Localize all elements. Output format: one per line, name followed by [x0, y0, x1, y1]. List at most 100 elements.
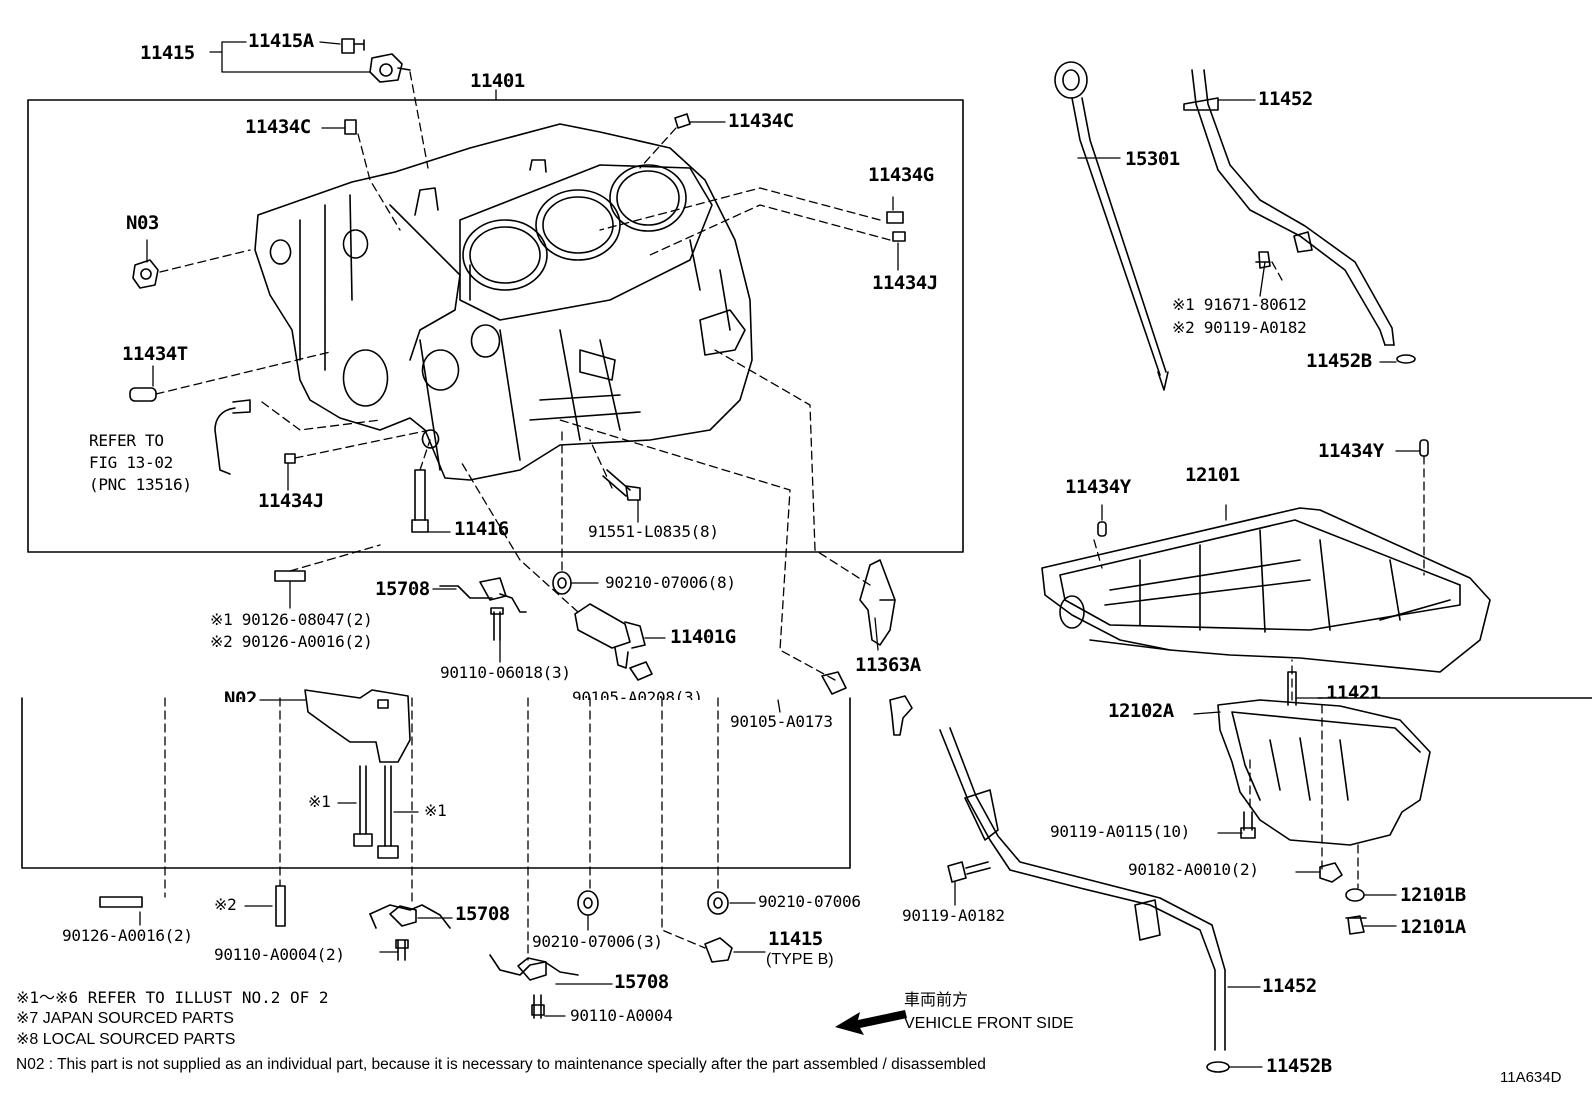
label-11416: 11416 — [454, 518, 509, 540]
gasket-90210-3 — [577, 890, 599, 916]
cap-11363A — [859, 559, 913, 736]
label-12101A: 12101A — [1400, 916, 1466, 938]
bolt-91551 — [602, 469, 641, 501]
label-90126-A0016: 90126-A0016(2) — [62, 926, 193, 945]
label-12101B: 12101B — [1400, 884, 1466, 906]
sensor-11401G — [574, 603, 646, 669]
pin-11434Y-left — [1097, 521, 1107, 537]
label-91671: ※1 91671-80612 — [1172, 295, 1307, 314]
label-11434J-right: 11434J — [872, 272, 938, 294]
label-90126-a: ※1 90126-08047(2) — [210, 610, 373, 629]
washer-12101B — [1345, 888, 1365, 902]
vehicle-front-arrow — [835, 1010, 907, 1035]
gasket-90210-8 — [552, 571, 572, 595]
label-11415A: 11415A — [248, 30, 314, 52]
label-N03: N03 — [126, 212, 159, 234]
bolt-91671 — [1255, 251, 1271, 269]
label-90105-partial: 90105-A0208(3) — [572, 690, 703, 700]
label-90210-07006: 90210-07006 — [758, 892, 861, 911]
label-11452B-top: 11452B — [1306, 350, 1372, 372]
sensor-15708-mid — [369, 904, 451, 929]
guide-11452-top — [1183, 69, 1395, 346]
oring-11452B-top — [1396, 354, 1416, 364]
diagram-id: 11A634D — [1500, 1069, 1562, 1086]
stud-mark2 — [275, 885, 286, 927]
label-12101: 12101 — [1185, 464, 1240, 486]
stud-90126-A0016 — [99, 896, 143, 908]
stud-90126-top — [274, 570, 306, 582]
bolt-90110-06018 — [490, 607, 504, 641]
bolt-90105-partial — [629, 661, 653, 681]
gauge-15301 — [1054, 61, 1169, 391]
cylinder-block-11401 — [254, 123, 753, 481]
label-90210-3: 90210-07006(3) — [532, 932, 663, 951]
label-11415: 11415 — [140, 42, 195, 64]
label-N02: N02 — [224, 690, 257, 702]
label-11434T: 11434T — [122, 343, 188, 365]
note-japan-sourced: ※7 JAPAN SOURCED PARTS — [16, 1010, 234, 1027]
union-11415-typeB — [704, 937, 733, 963]
label-11452-top: 11452 — [1258, 88, 1313, 110]
label-11415-B: 11415 — [768, 928, 823, 950]
direction-english: VEHICLE FRONT SIDE — [904, 1015, 1074, 1032]
label-refer-line2: FIG 13-02 — [89, 453, 173, 472]
note-local-sourced: ※8 LOCAL SOURCED PARTS — [16, 1031, 236, 1048]
label-90105-A0173: 90105-A0173 — [730, 712, 833, 731]
bolts-mark1 — [353, 765, 399, 859]
label-mark1-left: ※1 — [308, 792, 331, 811]
label-11421: 11421 — [1326, 684, 1381, 698]
bolt-90119-A0115 — [1240, 811, 1256, 839]
label-11434G: 11434G — [868, 164, 934, 186]
label-11401G: 11401G — [670, 626, 736, 648]
bolt-90119-A0182-mid — [947, 861, 991, 883]
pin-11434C-left — [344, 119, 357, 135]
pin-11434Y-right — [1419, 439, 1429, 457]
plug-12101A — [1345, 915, 1367, 935]
label-11434J-left: 11434J — [258, 490, 324, 512]
label-90119-A0182-mid: 90119-A0182 — [902, 906, 1005, 925]
pin-11434T — [129, 387, 157, 402]
label-90110-06018: 90110-06018(3) — [440, 663, 571, 682]
pin-11434J-right — [892, 231, 906, 242]
label-90110-A0004: 90110-A0004 — [570, 1006, 673, 1025]
note-refer-illust: ※1～※6 REFER TO ILLUST NO.2 OF 2 — [16, 988, 329, 1007]
label-11434C-right: 11434C — [728, 110, 794, 132]
reference-lines — [155, 71, 1425, 961]
bolt-90105-A0173 — [821, 671, 847, 695]
label-90110-A0004-2: 90110-A0004(2) — [214, 945, 345, 964]
label-11434Y-right: 11434Y — [1318, 440, 1384, 462]
tube-refer — [214, 399, 251, 475]
plug-N03 — [132, 259, 159, 289]
bearing-cap-N02 — [304, 689, 411, 763]
sensor-15708-bot — [489, 954, 579, 981]
sensor-15708-top — [439, 577, 527, 613]
label-90119-A0182-top: ※2 90119-A0182 — [1172, 318, 1307, 337]
label-type-B: (TYPE B) — [766, 951, 834, 968]
label-11363A: 11363A — [855, 654, 921, 676]
label-mark2: ※2 — [214, 895, 237, 914]
pin-11434C-right — [674, 113, 691, 129]
label-mark1-right: ※1 — [424, 801, 447, 820]
label-15708-top: 15708 — [375, 578, 430, 600]
label-91551: 91551-L0835(8) — [588, 522, 719, 541]
lower-frame — [21, 697, 851, 869]
oring-11452B-bottom — [1206, 1061, 1230, 1073]
bolt-90110-A0004-2 — [395, 939, 409, 961]
guide-11452-bottom — [939, 727, 1226, 1051]
pin-11434G — [886, 211, 904, 224]
oil-pan-12102A — [1217, 699, 1431, 846]
label-12102A: 12102A — [1108, 700, 1174, 722]
label-90210-8: 90210-07006(8) — [605, 573, 736, 592]
pin-11434J-left — [284, 453, 296, 464]
direction-japanese: 車両前方 — [904, 992, 969, 1009]
label-11434Y-left: 11434Y — [1065, 476, 1131, 498]
bolt-11416 — [411, 469, 429, 533]
label-11401: 11401 — [470, 70, 525, 92]
union-11415A — [341, 38, 411, 83]
label-90126-b: ※2 90126-A0016(2) — [210, 632, 373, 651]
label-refer-line3: (PNC 13516) — [89, 475, 192, 494]
label-90119-A0115: 90119-A0115(10) — [1050, 822, 1190, 841]
oil-pan-12101 — [1041, 507, 1491, 673]
